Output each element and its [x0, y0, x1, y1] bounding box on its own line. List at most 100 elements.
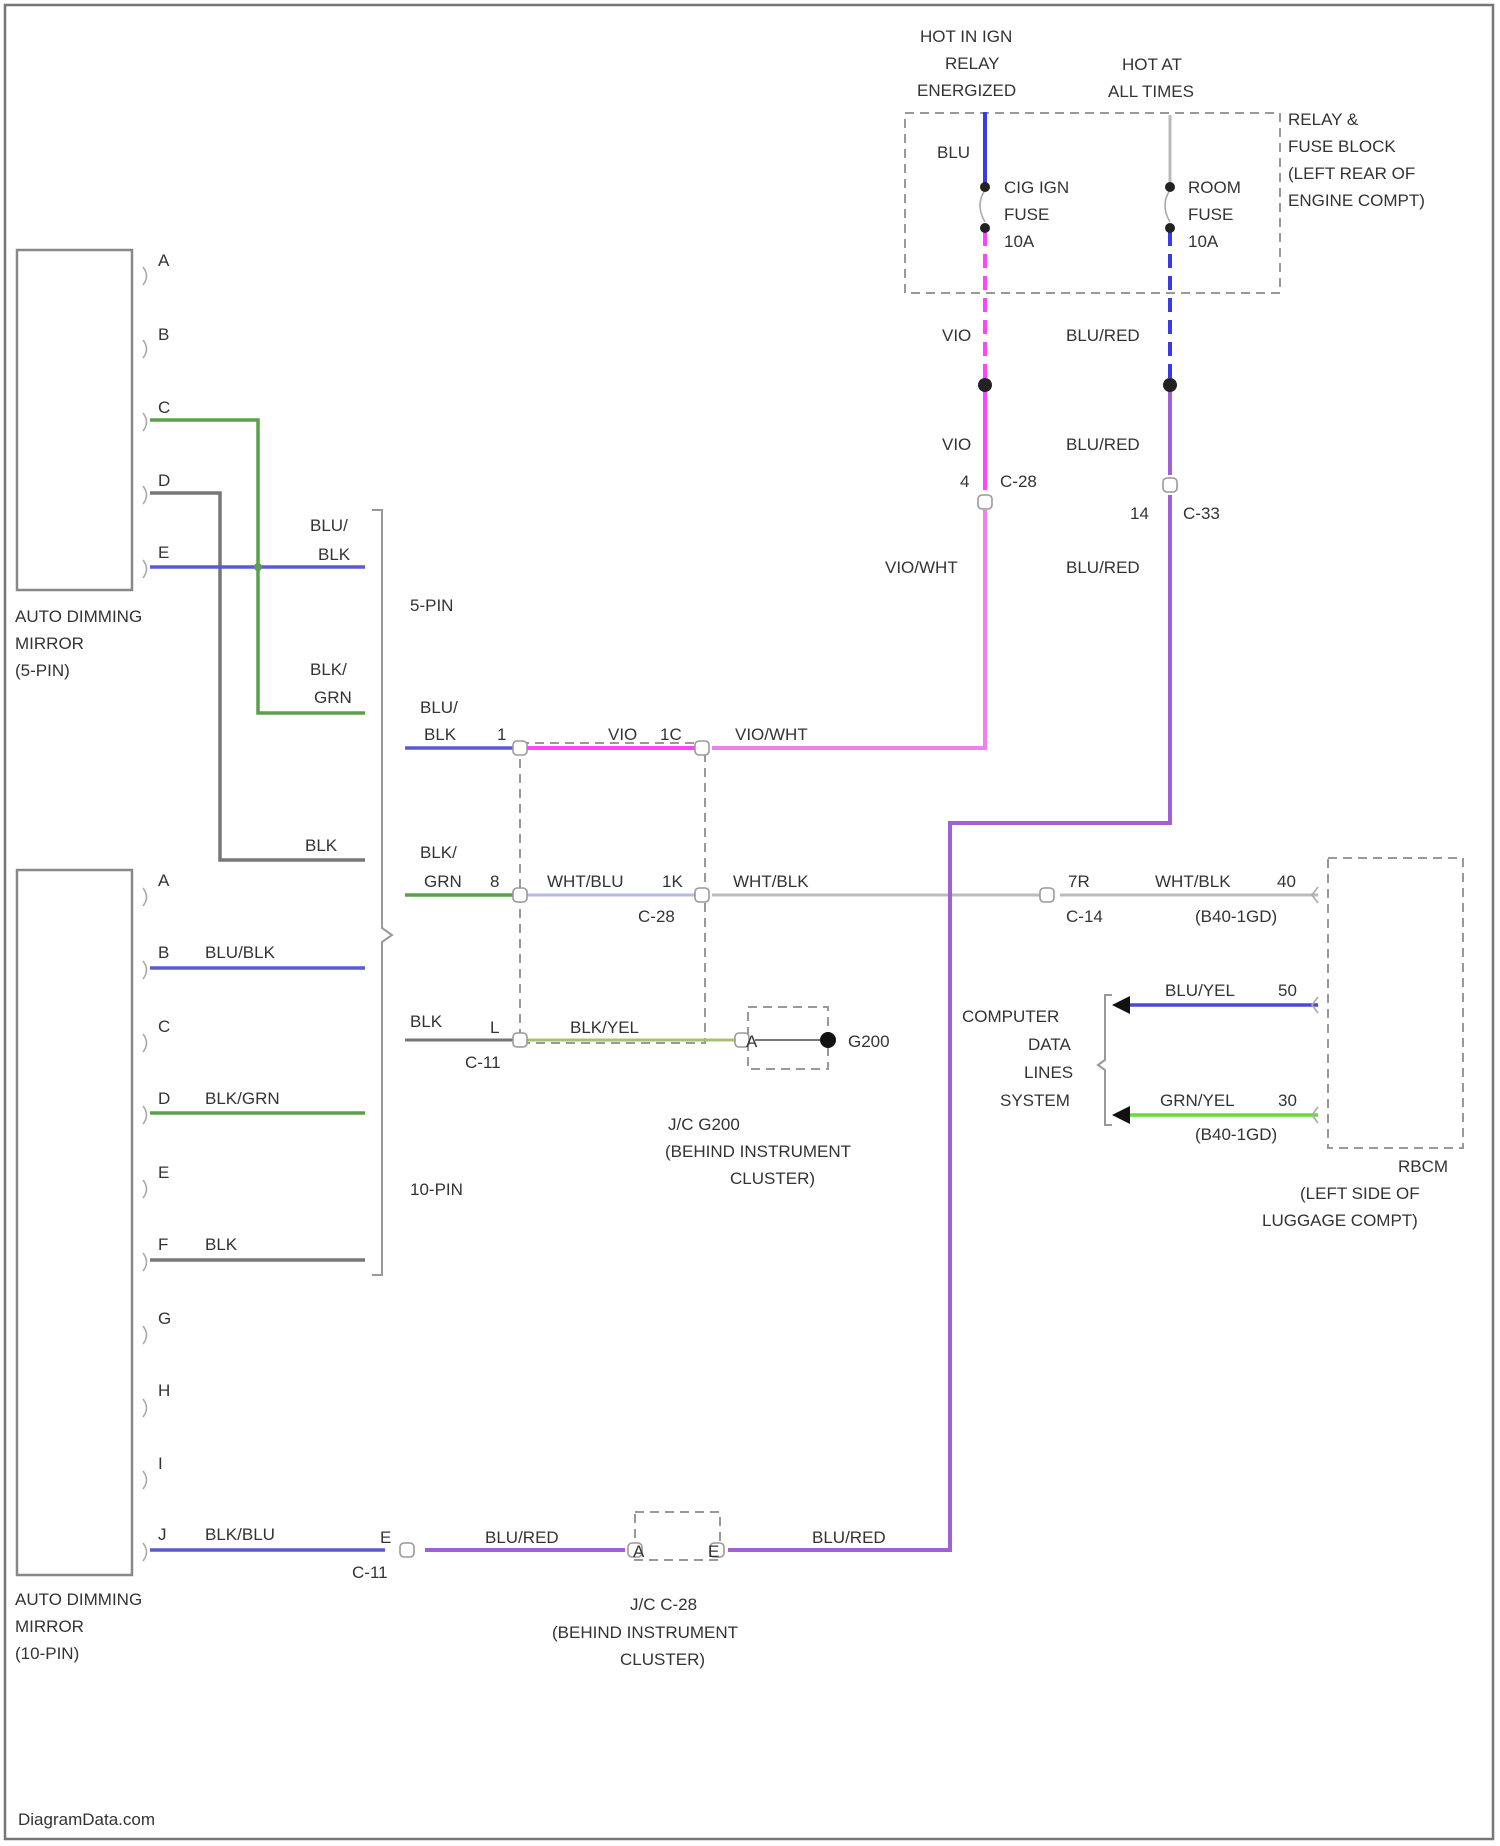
label-blk-yel: BLK/YEL: [570, 1018, 639, 1037]
pin-40: 40: [1277, 872, 1296, 891]
label-blk-grn-1b: GRN: [314, 688, 352, 707]
pin-8: 8: [490, 872, 499, 891]
option-5-pin-label: 5-PIN: [410, 596, 453, 615]
splice-vio-dot: [978, 378, 992, 392]
mirror5-title-2: MIRROR: [15, 634, 84, 653]
footer-watermark: DiagramData.com: [18, 1810, 155, 1829]
fuse-cig-bottom-dot: [980, 223, 990, 233]
fuse-cig-line-3: 10A: [1004, 232, 1035, 251]
jc-bottom-line-2: (BEHIND INSTRUMENT: [552, 1623, 738, 1642]
fuse-block-label-4: ENGINE COMPT): [1288, 191, 1425, 210]
jc-top-line-3: CLUSTER): [730, 1169, 815, 1188]
mirror10-pin-e: E: [158, 1163, 169, 1182]
fuse-block-label-2: FUSE BLOCK: [1288, 137, 1396, 156]
fuse-room-line-1: ROOM: [1188, 178, 1241, 197]
label-blu-red-bot2: BLU/RED: [812, 1528, 886, 1547]
fuse-cig-top-dot: [980, 182, 990, 192]
connector-b40-b: (B40-1GD): [1195, 1125, 1277, 1144]
label-vio-a: VIO: [942, 326, 971, 345]
mirror10-pin-b: B: [158, 943, 169, 962]
jc-bottom-line-3: CLUSTER): [620, 1650, 705, 1669]
label-blu-top: BLU: [937, 143, 970, 162]
connector-c14: C-14: [1066, 907, 1103, 926]
mirror5-pin-d: D: [158, 471, 170, 490]
label-10j-blk-blu: BLK/BLU: [205, 1525, 275, 1544]
connector-c11-a: C-11: [465, 1053, 501, 1072]
label-blk-grn-1a: BLK/: [310, 660, 347, 679]
label-blu-blk-1a: BLU/: [310, 516, 348, 535]
hot-ign-line-3: ENERGIZED: [917, 81, 1016, 100]
connector-c28-b: C-28: [1000, 472, 1037, 491]
mirror10-title-3: (10-PIN): [15, 1644, 79, 1663]
mirror5-title-1: AUTO DIMMING: [15, 607, 142, 626]
mirror10-title-2: MIRROR: [15, 1617, 84, 1636]
label-blu-blk-2b: BLK: [424, 725, 457, 744]
label-wht-blk-2: WHT/BLK: [1155, 872, 1231, 891]
mirror-5pin-box: [17, 250, 132, 590]
fuse-block-label-3: (LEFT REAR OF: [1288, 164, 1415, 183]
mirror10-pin-c: C: [158, 1017, 170, 1036]
hot-ign-line-2: RELAY: [945, 54, 1000, 73]
label-blu-red-c: BLU/RED: [1066, 558, 1140, 577]
label-blu-yel: BLU/YEL: [1165, 981, 1235, 1000]
jc-bottom-pin-a: A: [633, 1542, 645, 1561]
data-lines-2: DATA: [1028, 1035, 1071, 1054]
label-10f-blk: BLK: [205, 1235, 238, 1254]
label-vio-b: VIO: [942, 435, 971, 454]
mirror10-pin-g: G: [158, 1309, 171, 1328]
jc-top-line-1: J/C G200: [668, 1115, 740, 1134]
mirror5-title-3: (5-PIN): [15, 661, 70, 680]
label-blu-red-b: BLU/RED: [1066, 435, 1140, 454]
label-grn-yel: GRN/YEL: [1160, 1091, 1235, 1110]
jc-pin-a: A: [746, 1032, 758, 1051]
data-lines-1: COMPUTER: [962, 1007, 1059, 1026]
pin-7r: 7R: [1068, 872, 1090, 891]
label-blk-1: BLK: [305, 836, 338, 855]
rbcm-line-1: RBCM: [1398, 1157, 1448, 1176]
connector-pin-4: [978, 495, 992, 509]
label-blu-red-bot1: BLU/RED: [485, 1528, 559, 1547]
connector-pin-l: [513, 1033, 527, 1047]
mirror5-pin-b: B: [158, 325, 169, 344]
fuse-cig-line-2: FUSE: [1004, 205, 1049, 224]
connector-b40-a: (B40-1GD): [1195, 907, 1277, 926]
hot-ign-line-1: HOT IN IGN: [920, 27, 1012, 46]
connector-c28-a: C-28: [638, 907, 675, 926]
connector-pin-1c: [695, 741, 709, 755]
fuse-block-label-1: RELAY &: [1288, 110, 1359, 129]
mirror10-title-1: AUTO DIMMING: [15, 1590, 142, 1609]
wire-cross-dot: [254, 563, 262, 571]
label-blk-grn-2b: GRN: [424, 872, 462, 891]
pin-1k: 1K: [662, 872, 683, 891]
label-vio-wht-row: VIO/WHT: [735, 725, 808, 744]
connector-pin-14: [1163, 478, 1177, 492]
connector-pin-1k: [695, 888, 709, 902]
ground-g200-label: G200: [848, 1032, 890, 1051]
pin-l: L: [490, 1018, 499, 1037]
jc-top-line-2: (BEHIND INSTRUMENT: [665, 1142, 851, 1161]
label-blu-blk-2a: BLU/: [420, 698, 458, 717]
label-10b-blu-blk: BLU/BLK: [205, 943, 276, 962]
label-blk-2: BLK: [410, 1012, 443, 1031]
jc-bottom-pin-e: E: [708, 1542, 719, 1561]
label-wht-blk-1: WHT/BLK: [733, 872, 809, 891]
connector-pin-7r: [1040, 888, 1054, 902]
hot-all-line-1: HOT AT: [1122, 55, 1182, 74]
data-lines-3: LINES: [1024, 1063, 1073, 1082]
label-wht-blu: WHT/BLU: [547, 872, 624, 891]
mirror10-pin-j: J: [158, 1525, 167, 1544]
pin-50: 50: [1278, 981, 1297, 1000]
connector-pin-1: [513, 741, 527, 755]
mirror5-pin-e: E: [158, 543, 169, 562]
pin-4: 4: [960, 472, 969, 491]
fuse-room-bottom-dot: [1165, 223, 1175, 233]
mirror10-pin-f: F: [158, 1235, 168, 1254]
hot-all-line-2: ALL TIMES: [1108, 82, 1194, 101]
fuse-room-line-2: FUSE: [1188, 205, 1233, 224]
fuse-room-line-3: 10A: [1188, 232, 1219, 251]
fuse-cig-line-1: CIG IGN: [1004, 178, 1069, 197]
ground-g200-dot: [820, 1032, 836, 1048]
pin-1: 1: [497, 725, 506, 744]
connector-pin-8: [513, 888, 527, 902]
